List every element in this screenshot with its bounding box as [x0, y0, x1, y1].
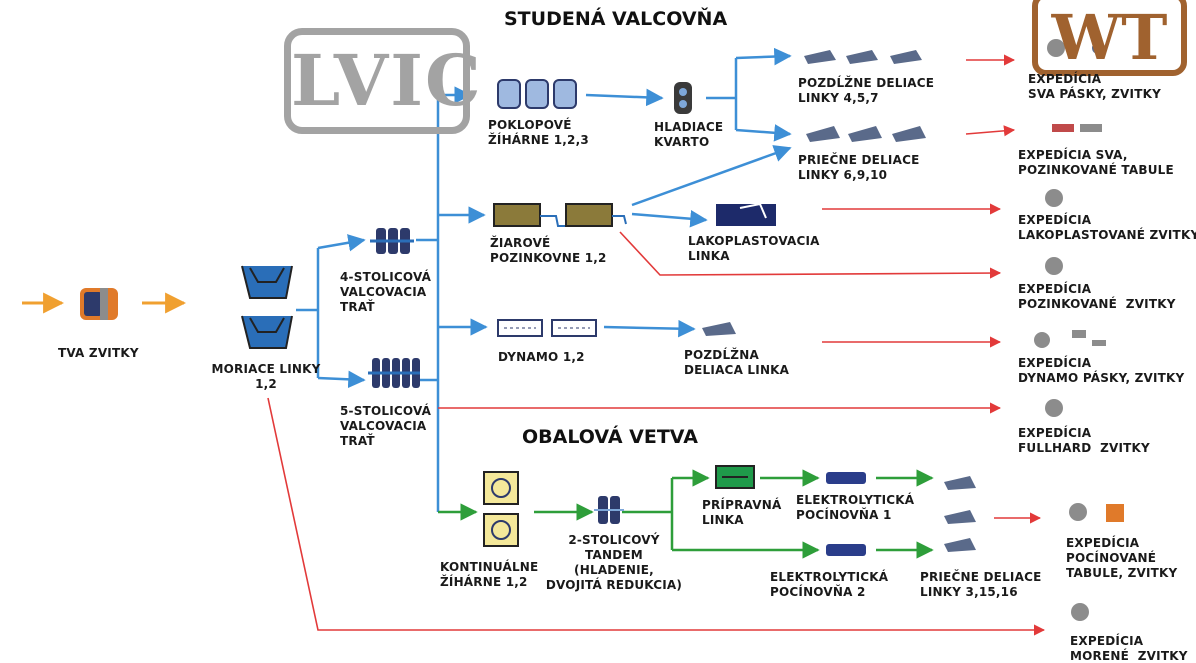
lvic-watermark: LVIC: [284, 28, 481, 134]
arrow-to-4-stand: [317, 234, 366, 252]
expedition-coil-icons: [1034, 39, 1124, 621]
section-title-packaging: OBALOVÁ VETVA: [522, 426, 698, 448]
expedition-coated: EXPEDÍCIA LAKOPLASTOVANÉ ZVITKY: [1018, 213, 1196, 242]
prep-line-icon: [715, 465, 755, 489]
node-crosscut-31516: PRIEČNE DELIACE LINKY 3,15,16: [920, 570, 1042, 599]
coil-icon: [80, 288, 118, 320]
quarto-icon: [674, 82, 692, 114]
expedition-dynamo: EXPEDÍCIA DYNAMO PÁSKY, ZVITKY: [1018, 356, 1185, 385]
cross-cut-3-15-16-icon: [944, 476, 976, 552]
expedition-pickled: EXPEDÍCIA MORENÉ ZVITKY: [1070, 634, 1188, 663]
arrow-to-crosscut-6910: [735, 124, 792, 142]
node-four-stand: 4-STOLICOVÁ VALCOVACIA TRAŤ: [340, 270, 432, 314]
bell-annealing-icon: [497, 79, 577, 109]
arrow-exp-sva-sheets: [965, 125, 1016, 137]
node-tva-coils: TVA ZVITKY: [58, 346, 139, 360]
arrow-galv-to-crosscut: [631, 145, 792, 207]
galvanizing-furnace-icon: [493, 203, 627, 227]
node-continuous-annealing: KONTINUÁLNE ŽÍHÁRNE 1,2: [440, 560, 539, 589]
expedition-tinned: EXPEDÍCIA POCÍNOVANÉ TABULE, ZVITKY: [1066, 536, 1178, 580]
node-quarto: HLADIACE KVARTO: [654, 120, 724, 149]
coating-line-icon: [716, 202, 776, 226]
node-prep-line: PRÍPRAVNÁ LINKA: [702, 498, 782, 527]
node-tinning-2: ELEKTROLYTICKÁ POCÍNOVŇA 2: [770, 570, 889, 599]
arrow-dynamo-to-slitting: [603, 319, 696, 338]
arrow-bell-to-quarto: [585, 88, 664, 107]
node-coating: LAKOPLASTOVACIA LINKA: [688, 234, 820, 263]
node-five-stand: 5-STOLICOVÁ VALCOVACIA TRAŤ: [340, 404, 432, 448]
node-dynamo-slitting: POZDĹŽNA DELIACA LINKA: [684, 348, 790, 377]
node-crosscut-6910: PRIEČNE DELIACE LINKY 6,9,10: [798, 153, 920, 182]
rolling-stand-4-icon: [370, 228, 414, 254]
node-galvanizing: ŽIAROVÉ POZINKOVNE 1,2: [490, 236, 607, 265]
node-bell-annealing: POKLOPOVÉ ŽÍHÁRNE 1,2,3: [488, 118, 589, 147]
tinning-line-icon: [826, 472, 866, 556]
expedition-galvanized: EXPEDÍCIA POZINKOVANÉ ZVITKY: [1018, 282, 1176, 311]
arrow-exp-pickled: [267, 397, 1046, 636]
expedition-sva-sheets: EXPEDÍCIA SVA, POZINKOVANÉ TABULE: [1018, 148, 1174, 177]
arrow-exp-galvanized: [619, 231, 1002, 279]
node-tandem: 2-STOLICOVÝ TANDEM (HLADENIE, DVOJITÁ RE…: [545, 533, 683, 592]
rolling-stand-5-icon: [368, 358, 420, 388]
section-title-cold-mill: STUDENÁ VALCOVŇA: [504, 8, 728, 30]
node-pickling: MORIACE LINKY 1,2: [211, 362, 321, 391]
tandem-icon: [594, 496, 624, 524]
wt-logo: WT: [1032, 0, 1187, 76]
dynamo-slitting-icon: [702, 322, 736, 336]
expedition-sva-strips: EXPEDÍCIA SVA PÁSKY, ZVITKY: [1028, 72, 1161, 101]
continuous-annealing-icon: [483, 471, 519, 547]
arrow-to-5-stand: [317, 370, 366, 389]
expedition-fullhard: EXPEDÍCIA FULLHARD ZVITKY: [1018, 426, 1150, 455]
cross-cut-line-icon: [806, 126, 926, 142]
arrow-to-slitting-457: [735, 47, 792, 66]
dynamo-line-icon: [497, 319, 597, 337]
pickling-tank-icon: [241, 265, 293, 349]
arrow-galv-to-coating: [631, 210, 708, 228]
node-slitting-457: POZDĹŽNE DELIACE LINKY 4,5,7: [798, 76, 935, 105]
node-dynamo: DYNAMO 1,2: [498, 350, 585, 364]
node-tinning-1: ELEKTROLYTICKÁ POCÍNOVŇA 1: [796, 493, 915, 522]
slitting-line-icon: [804, 50, 922, 64]
